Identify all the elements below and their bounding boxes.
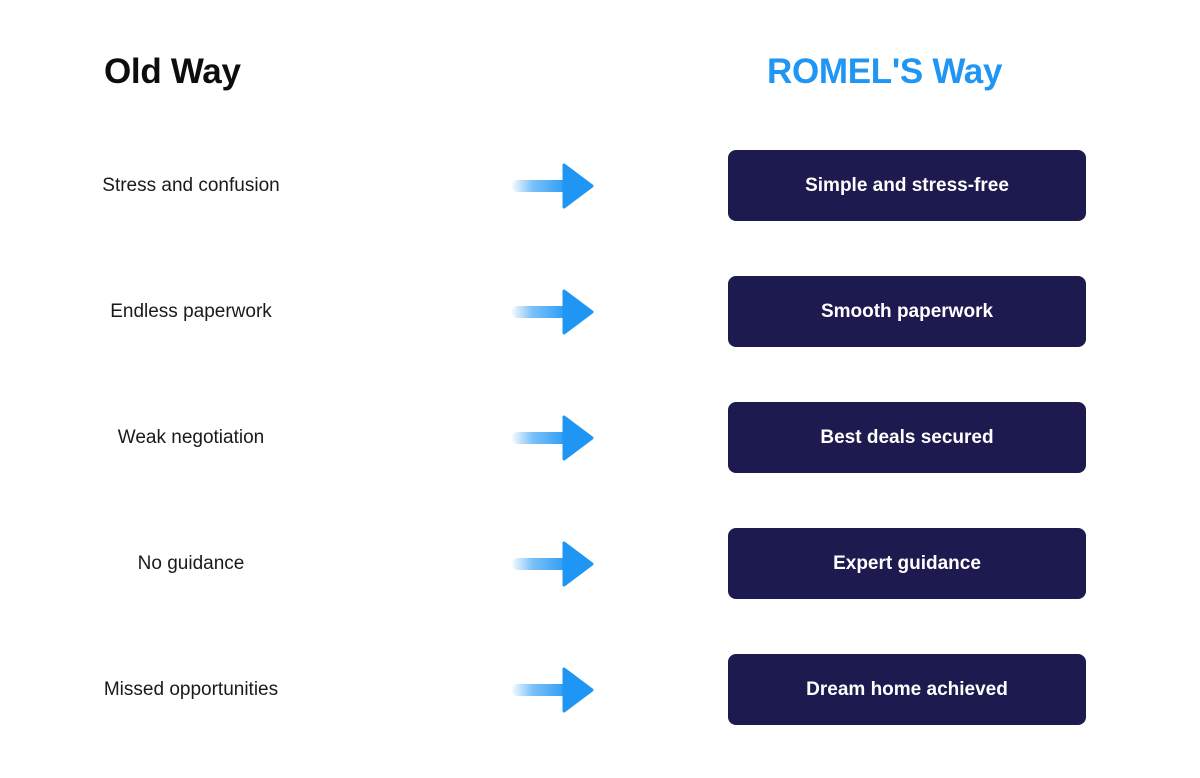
- old-way-item: Missed opportunities: [103, 679, 279, 700]
- comparison-row: Stress and confusion Simple and stress-f…: [0, 150, 1200, 222]
- old-way-item: Stress and confusion: [102, 175, 280, 196]
- right-arrow-icon: [512, 163, 594, 209]
- comparison-row: Endless paperwork Smooth paperwork: [0, 276, 1200, 348]
- comparison-row: Weak negotiation Best deals secured: [0, 402, 1200, 474]
- new-way-heading: ROMEL'S Way: [767, 52, 1003, 91]
- old-way-item: No guidance: [137, 553, 245, 574]
- old-way-item: Weak negotiation: [117, 427, 265, 448]
- new-way-item: Best deals secured: [728, 402, 1086, 473]
- comparison-row: Missed opportunities Dream home achieved: [0, 654, 1200, 726]
- old-way-item: Endless paperwork: [110, 301, 272, 322]
- new-way-item: Expert guidance: [728, 528, 1086, 599]
- new-way-item: Simple and stress-free: [728, 150, 1086, 221]
- right-arrow-icon: [512, 415, 594, 461]
- comparison-row: No guidance Expert guidance: [0, 528, 1200, 600]
- new-way-item: Smooth paperwork: [728, 276, 1086, 347]
- right-arrow-icon: [512, 289, 594, 335]
- new-way-item: Dream home achieved: [728, 654, 1086, 725]
- right-arrow-icon: [512, 541, 594, 587]
- old-way-heading: Old Way: [104, 52, 241, 91]
- right-arrow-icon: [512, 667, 594, 713]
